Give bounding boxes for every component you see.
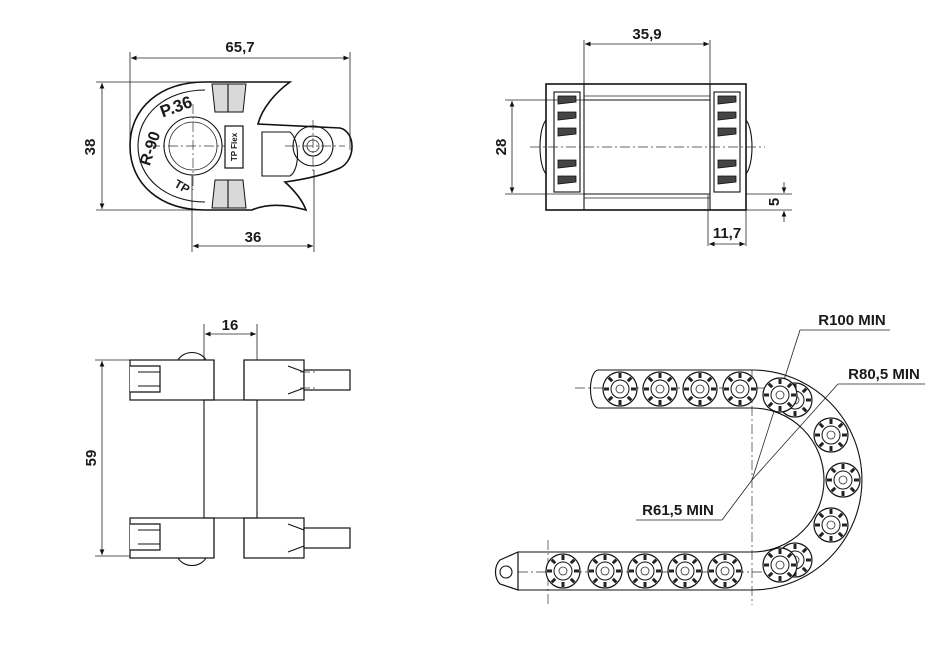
chain-link — [722, 371, 758, 407]
dim-link-width-label: 16 — [222, 317, 239, 334]
dim-pin-label: 36 — [245, 229, 262, 246]
right-side-plate — [713, 91, 741, 193]
chain-link — [545, 553, 581, 589]
link-body — [129, 81, 353, 212]
chain-link — [627, 553, 663, 589]
dim-inner-width-label: 35,9 — [632, 26, 661, 43]
chain-link — [682, 371, 718, 407]
side-view: 65,7 38 36 TP Flex P.36 R-90 TP — [82, 39, 353, 252]
tp-logo-emboss: TP — [172, 177, 192, 197]
chain-link — [602, 371, 638, 407]
chain-link — [667, 553, 703, 589]
top-view: 16 59 — [83, 317, 351, 567]
front-view: 35,9 28 11,7 5 — [493, 26, 792, 247]
chain-link — [707, 553, 743, 589]
radius-emboss: R-90 — [137, 129, 164, 167]
radius-mid-label: R80,5 MIN — [848, 366, 920, 383]
dim-small-label: 5 — [766, 198, 783, 206]
chain-link — [762, 377, 798, 413]
left-side-plate — [553, 91, 581, 193]
dim-height-top-label: 59 — [83, 450, 100, 467]
dim-width-label: 65,7 — [225, 39, 254, 56]
chain-view: R100 MIN R80,5 MIN R61,5 MIN — [494, 312, 925, 605]
chain-link — [825, 462, 861, 498]
chain-link — [587, 553, 623, 589]
dim-side-width-label: 11,7 — [713, 225, 741, 242]
dim-height-label: 38 — [82, 139, 99, 156]
radius-outer-label: R100 MIN — [818, 312, 886, 329]
chain-link — [813, 507, 849, 543]
chain-link — [813, 417, 849, 453]
chain-link — [762, 547, 798, 583]
chain-link — [642, 371, 678, 407]
end-bracket — [494, 551, 519, 591]
chain-links — [545, 371, 861, 589]
dim-inner-height-label: 28 — [493, 139, 510, 156]
radius-inner-label: R61,5 MIN — [642, 502, 714, 519]
tp-flex-badge — [224, 125, 244, 169]
crossbar — [203, 399, 258, 519]
svg-text:TP Flex: TP Flex — [230, 132, 239, 161]
